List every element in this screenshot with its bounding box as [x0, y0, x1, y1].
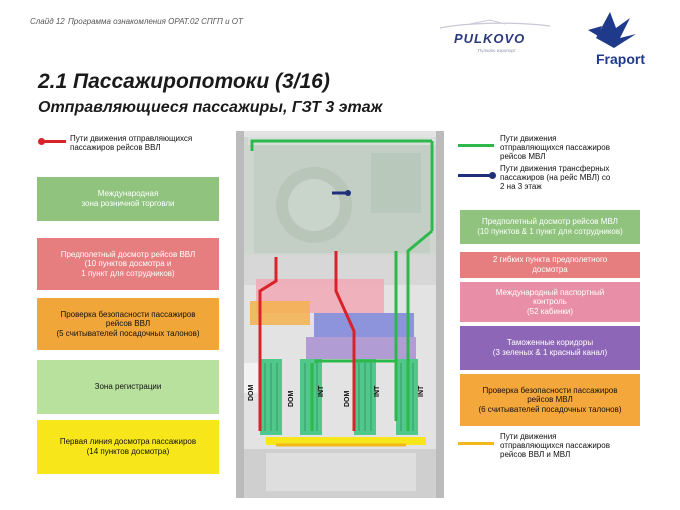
label-dom-1: DOM [248, 385, 255, 402]
label-int-1: INT [318, 385, 325, 397]
both-path-line-icon [458, 442, 494, 445]
presecurity-intl: Предполетный досмотр рейсов МВЛ (10 пунк… [460, 210, 640, 244]
domestic-path-dot [38, 138, 45, 145]
legend-intl-path: Пути движения отправляющихся пассажиров … [500, 134, 610, 162]
intl-retail-zone: Международная зона розничной торговли [37, 177, 219, 221]
check-in-zone: Зона регистрации [37, 360, 219, 414]
presecurity-domestic: Предполетный досмотр рейсов ВВЛ (10 пунк… [37, 238, 219, 290]
floor-plan: DOM DOM INT DOM INT INT [236, 131, 444, 498]
legend-domestic-path: Пути движения отправляющихся пассажиров … [70, 134, 193, 153]
transfer-path-dot [489, 172, 496, 179]
label-int-3: INT [418, 385, 425, 397]
passport-control: Международный паспортный контроль (52 ка… [460, 282, 640, 322]
first-screening-line: Первая линия досмотра пассажиров (14 пун… [37, 420, 219, 474]
legend-transfer-path: Пути движения трансферных пассажиров (на… [500, 164, 611, 192]
slide-number: Слайд 12 [30, 17, 65, 26]
flexible-screening-points: 2 гибких пункта предполетного досмотра [460, 252, 640, 278]
fraport-wordmark: Fraport [596, 51, 645, 67]
pulkovo-sub: Пулково аэропорт [478, 48, 516, 53]
label-dom-3: DOM [344, 391, 351, 408]
program-title: Программа ознакомления ОРАТ.02 СПГП и ОТ [68, 17, 243, 26]
label-int-2: INT [374, 385, 381, 397]
customs-corridors: Таможенные коридоры (3 зеленых & 1 красн… [460, 326, 640, 370]
legend-both-path: Пути движения отправляющихся пассажиров … [500, 432, 610, 460]
label-dom-2: DOM [288, 391, 295, 408]
intl-path-line-icon [458, 144, 494, 147]
boarding-check-intl: Проверка безопасности пассажиров рейсов … [460, 374, 640, 426]
pulkovo-wordmark: PULKOVO [454, 31, 525, 46]
pulkovo-logo: PULKOVO Пулково аэропорт [439, 19, 551, 53]
page-subtitle: Отправляющиеся пассажиры, ГЗТ 3 этаж [38, 99, 383, 116]
page-title: 2.1 Пассажиропотоки (3/16) [38, 70, 330, 93]
boarding-check-domestic: Проверка безопасности пассажиров рейсов … [37, 298, 219, 350]
domestic-path-line-icon [44, 140, 66, 143]
transfer-path-line-icon [458, 174, 490, 177]
fraport-logo: Fraport [588, 12, 645, 67]
